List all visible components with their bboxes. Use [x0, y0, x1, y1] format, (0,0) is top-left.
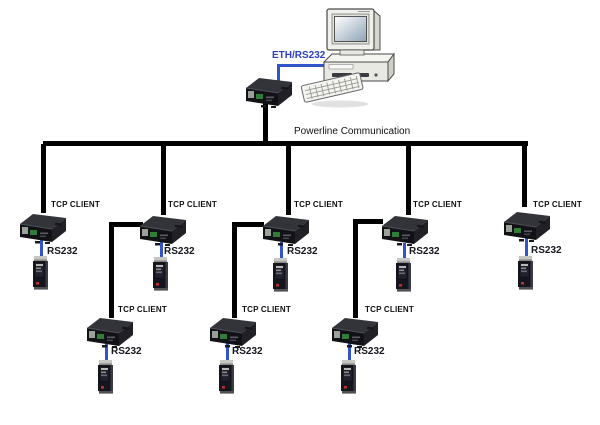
rs232-label-low-2: RS232	[232, 346, 263, 357]
drop-line-2	[161, 144, 166, 215]
rs232-meter-device-icon-top-4	[393, 258, 415, 292]
drop-line-1	[41, 144, 46, 213]
rs232-label-top-4: RS232	[409, 246, 440, 257]
drop-line-4	[406, 144, 411, 215]
tcp-client-label-low-1: TCP CLIENT	[118, 305, 167, 314]
powerline-bus	[43, 141, 528, 146]
serial-server-device-icon-low-1	[83, 316, 135, 348]
rs232-label-low-3: RS232	[354, 346, 385, 357]
rs232-meter-device-icon-top-3	[270, 258, 292, 292]
serial-server-device-icon-low-3	[328, 316, 380, 348]
branch-line-3-v	[353, 219, 358, 318]
branch-line-2-v	[232, 222, 237, 318]
rs232-line-low-3	[348, 342, 351, 362]
serial-server-device-icon-top-2	[136, 214, 188, 246]
eth-line-h	[277, 64, 329, 67]
rs232-label-top-2: RS232	[164, 246, 195, 257]
rs232-meter-device-icon-low-2	[216, 360, 238, 394]
powerline-bus-label: Powerline Communication	[294, 126, 411, 137]
rs232-label-top-1: RS232	[47, 246, 78, 257]
rs232-label-top-5: RS232	[531, 245, 562, 256]
serial-server-device-icon-top-1	[16, 212, 68, 244]
rs232-meter-device-icon-top-5	[515, 256, 537, 290]
tcp-client-label-low-2: TCP CLIENT	[242, 305, 291, 314]
rs232-meter-device-icon-top-1	[30, 256, 52, 290]
rs232-line-top-3	[280, 242, 283, 260]
tcp-client-label-low-3: TCP CLIENT	[365, 305, 414, 314]
tcp-client-label-top-4: TCP CLIENT	[413, 200, 462, 209]
rs232-line-top-5	[525, 237, 528, 258]
branch-line-1-h	[109, 222, 143, 227]
rs232-label-low-1: RS232	[111, 346, 142, 357]
rs232-meter-device-icon-low-1	[95, 360, 117, 394]
eth-line-v	[277, 64, 280, 82]
tcp-client-label-top-2: TCP CLIENT	[168, 200, 217, 209]
tcp-client-label-top-1: TCP CLIENT	[51, 200, 100, 209]
plc-gateway-device-icon	[242, 76, 294, 108]
rs232-meter-device-icon-top-2	[150, 257, 172, 291]
drop-line-5	[522, 144, 527, 207]
eth-rs232-label: ETH/RS232	[272, 50, 326, 61]
gateway-drop-line	[263, 103, 268, 143]
rs232-line-low-2	[226, 342, 229, 362]
rs232-label-top-3: RS232	[287, 246, 318, 257]
rs232-line-low-1	[105, 342, 108, 362]
rs232-line-top-2	[160, 242, 163, 259]
branch-line-1-v	[109, 222, 114, 318]
drop-line-3	[286, 144, 291, 215]
rs232-meter-device-icon-low-3	[338, 360, 360, 394]
serial-server-device-icon-top-4	[378, 214, 430, 246]
branch-line-3-h	[353, 219, 383, 224]
serial-server-device-icon-low-2	[206, 316, 258, 348]
serial-server-device-icon-top-3	[259, 214, 311, 246]
serial-server-device-icon-top-5	[500, 210, 552, 242]
tcp-client-label-top-3: TCP CLIENT	[294, 200, 343, 209]
rs232-line-top-1	[40, 240, 43, 258]
branch-line-2-h	[232, 222, 264, 227]
rs232-line-top-4	[403, 243, 406, 260]
desktop-computer-icon	[300, 8, 395, 108]
tcp-client-label-top-5: TCP CLIENT	[533, 200, 582, 209]
